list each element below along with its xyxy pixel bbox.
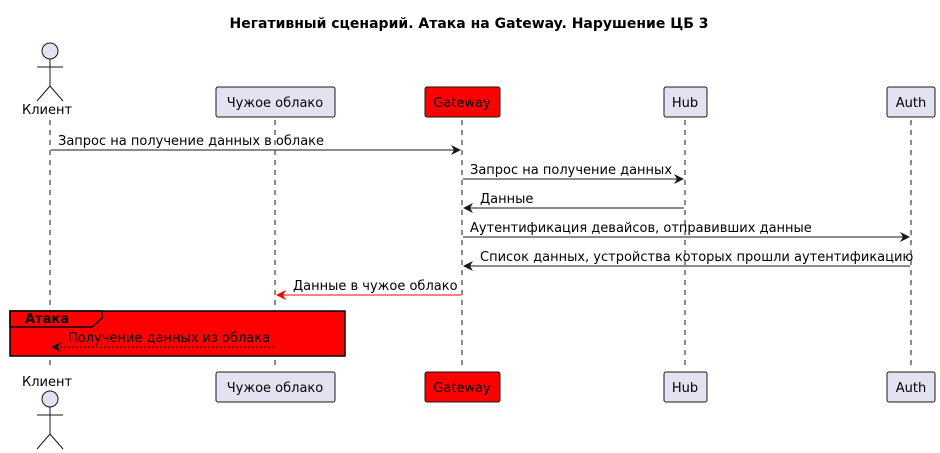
participant-hub-label-bottom: Hub — [672, 381, 698, 396]
participant-foreign-cloud-top — [215, 86, 336, 118]
message-label-6: Данные в чужое облако — [293, 279, 458, 294]
lifelines — [49, 120, 912, 370]
participant-auth-top — [886, 86, 936, 118]
participant-client-label-bottom: Клиент — [22, 375, 72, 390]
participant-gateway-label-top: Gateway — [433, 96, 491, 111]
actor-leg-left — [36, 433, 51, 450]
participant-auth-label-top: Auth — [896, 96, 926, 111]
actor-client-bottom — [36, 390, 64, 450]
participant-auth-label-bottom: Auth — [896, 381, 926, 396]
participant-hub-label-top: Hub — [672, 96, 698, 111]
participant-foreign-cloud-label-bottom: Чужое облако — [227, 381, 323, 396]
participant-hub-top — [663, 86, 708, 118]
attack-group: Атака Получение данных из облака — [9, 310, 346, 357]
message-label-7: Получение данных из облака — [68, 331, 270, 346]
participant-hub-bottom — [663, 371, 708, 403]
message-label-1: Запрос на получение данных в облаке — [58, 134, 324, 149]
participant-auth-bottom — [886, 371, 936, 403]
actor-head — [41, 42, 59, 60]
participant-client-label-top: Клиент — [22, 103, 72, 118]
attack-group-tab — [9, 310, 103, 328]
participant-gateway-label-bottom: Gateway — [433, 381, 491, 396]
actor-leg-right — [49, 433, 64, 450]
message-label-3: Данные — [480, 192, 533, 207]
participant-foreign-cloud-label-top: Чужое облако — [227, 96, 323, 111]
actor-leg-left — [36, 85, 51, 102]
participant-gateway-bottom — [424, 371, 501, 403]
actor-head — [41, 390, 59, 408]
message-label-5: Список данных, устройства которых прошли… — [480, 250, 913, 265]
message-label-4: Аутентификация девайсов, отправивших дан… — [470, 221, 812, 236]
actor-leg-right — [49, 85, 64, 102]
participant-foreign-cloud-bottom — [215, 371, 336, 403]
actor-client-top — [36, 42, 64, 102]
attack-group-label: Атака — [25, 312, 69, 327]
diagram-title: Негативный сценарий. Атака на Gateway. Н… — [229, 16, 708, 32]
participant-gateway-top — [424, 86, 501, 118]
message-label-2: Запрос на получение данных — [470, 163, 672, 178]
